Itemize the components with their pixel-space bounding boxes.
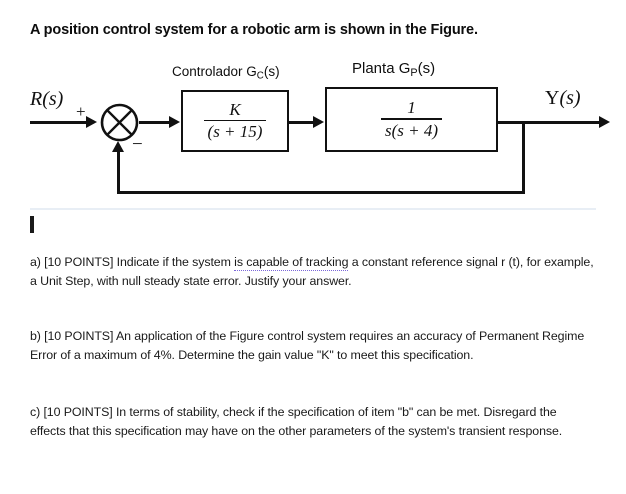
output-arrow-icon — [599, 116, 610, 128]
input-signal-label: R(s) — [30, 88, 64, 110]
feedback-wire — [117, 191, 525, 194]
controller-block-label: Controlador GC(s) — [172, 65, 280, 81]
error-wire — [139, 121, 171, 124]
plant-label-suffix: (s) — [417, 60, 436, 77]
summing-minus-sign: − — [132, 134, 143, 155]
plant-label-subscript: P — [410, 67, 418, 80]
controller-label-subscript: C — [256, 70, 264, 82]
error-arrow-icon — [169, 116, 180, 128]
question-a-text-before: a) [10 POINTS] Indicate if the system — [30, 255, 235, 269]
question-c: c) [10 POINTS] In terms of stability, ch… — [30, 405, 563, 438]
plant-block-label: Planta GP(s) — [352, 61, 435, 79]
plant-block: 1 s(s + 4) — [325, 87, 498, 152]
output-wire — [497, 121, 601, 124]
feedback-takeoff-wire — [522, 121, 525, 193]
text-cursor — [30, 216, 34, 233]
page-title: A position control system for a robotic … — [30, 22, 478, 38]
controller-fraction-bar — [203, 119, 267, 122]
feedback-return-wire — [117, 151, 120, 193]
output-signal-label: Y(s) — [545, 88, 581, 108]
plant-fraction-bar — [380, 118, 443, 120]
question-a-text-after: a constant reference signal r (t), for e… — [30, 255, 594, 288]
block-diagram-figure: Controlador GC(s) Planta GP(s) R(s) Y(s)… — [0, 55, 626, 205]
output-signal-prefix: Y — [545, 87, 560, 109]
controller-block: K (s + 15) — [181, 90, 289, 152]
question-a: a) [10 POINTS] Indicate if the system is… — [30, 253, 594, 291]
controller-label-suffix: (s) — [263, 64, 280, 79]
plant-transfer-function: 1 s(s + 4) — [380, 98, 443, 140]
controller-to-plant-arrow-icon — [313, 116, 324, 128]
summing-junction — [100, 103, 139, 142]
question-b: b) [10 POINTS] An application of the Fig… — [30, 329, 585, 362]
plant-denominator: s(s + 4) — [384, 120, 439, 140]
feedback-arrow-icon — [112, 141, 124, 152]
grammar-suggestion-text[interactable]: is capable of tracking — [234, 255, 349, 271]
section-divider — [30, 208, 596, 210]
controller-denominator: (s + 15) — [207, 122, 263, 142]
controller-label-text: Controlador G — [172, 64, 257, 79]
input-arrow-icon — [86, 116, 97, 128]
plant-label-text: Planta G — [352, 60, 411, 77]
controller-transfer-function: K (s + 15) — [203, 99, 267, 142]
plant-numerator: 1 — [407, 98, 416, 118]
controller-to-plant-wire — [289, 121, 317, 124]
output-signal-suffix: (s) — [559, 87, 581, 109]
controller-numerator: K — [229, 99, 241, 119]
input-wire — [30, 121, 88, 124]
summing-plus-sign: + — [76, 102, 86, 121]
